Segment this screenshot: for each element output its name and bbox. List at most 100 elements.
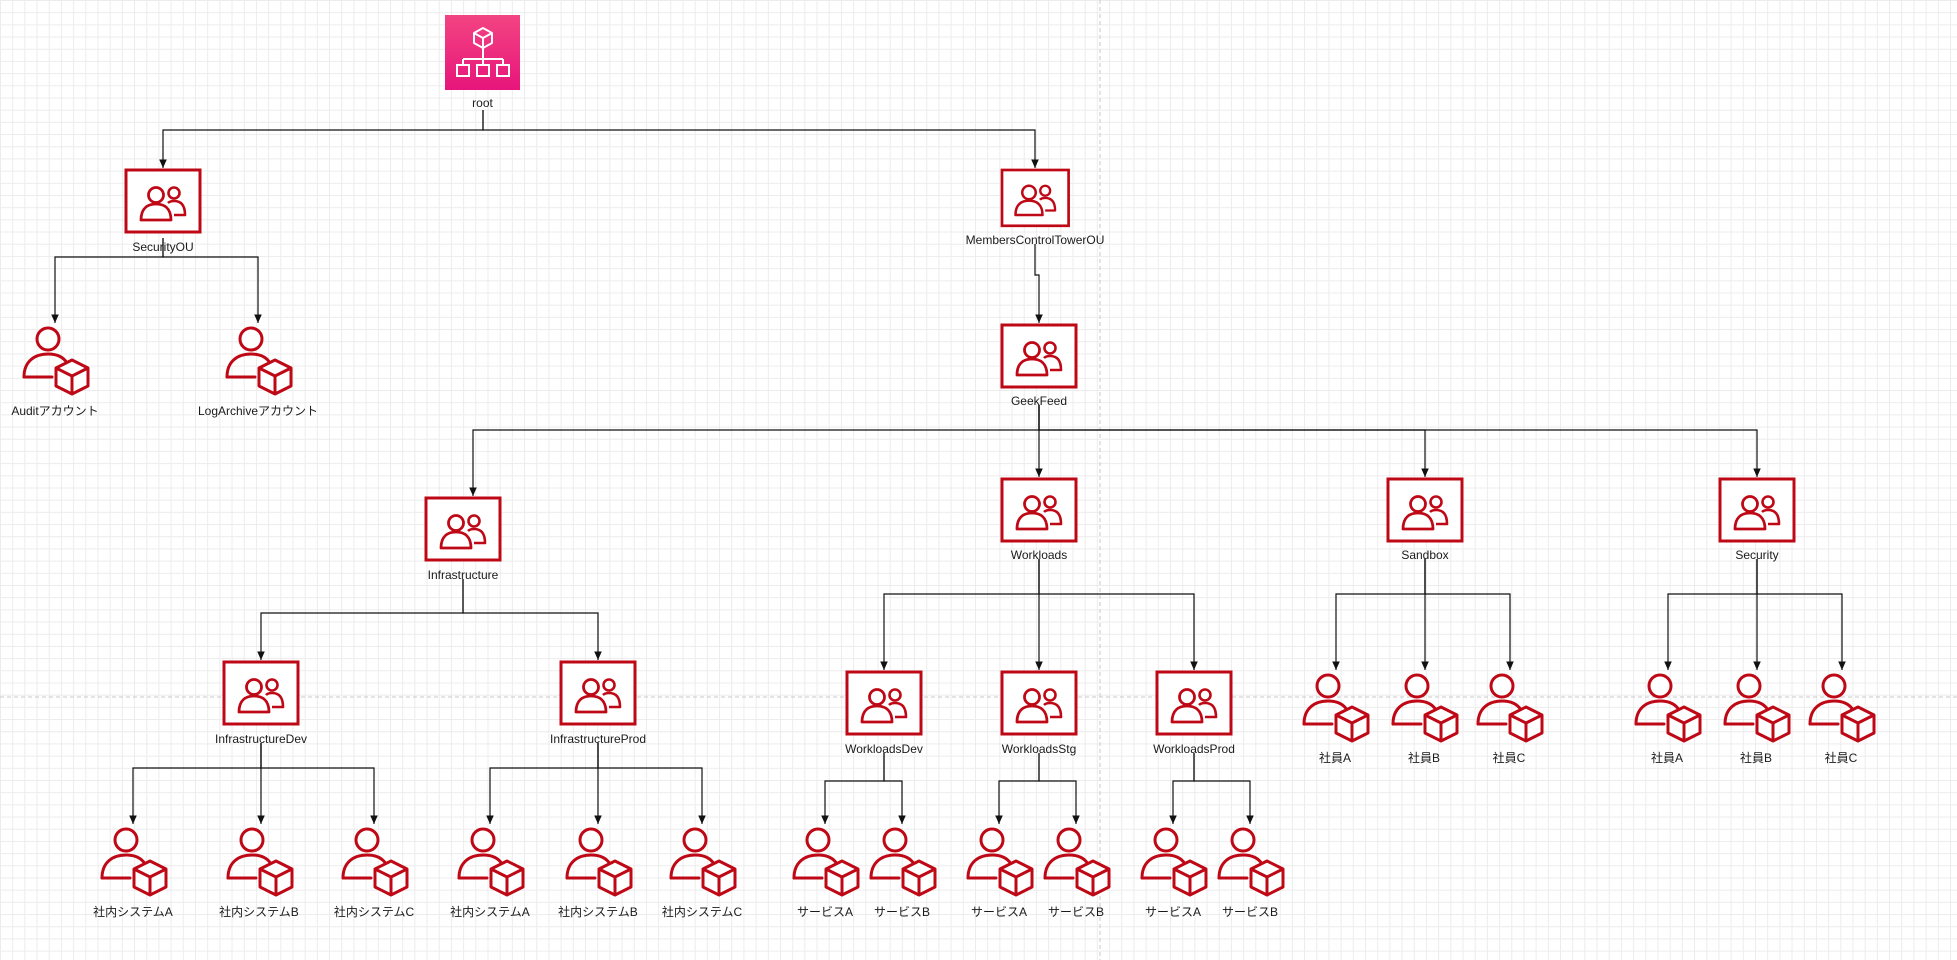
edge-security_ou-to-logarchive <box>162 238 262 323</box>
account-node-security-b[interactable]: 社員B <box>1723 673 1791 765</box>
account-node-infra-dev-c[interactable]: 社内システムC <box>334 827 415 919</box>
edge-wl_stg-to-wstg_a <box>995 753 1040 824</box>
node-label: 社内システムB <box>558 904 638 919</box>
account-icon <box>341 827 409 897</box>
edge-sandbox-to-sb_a <box>1332 559 1426 670</box>
account-icon <box>1808 673 1876 743</box>
node-label: サービスA <box>971 905 1027 919</box>
account-node-audit[interactable]: Auditアカウント <box>11 326 99 418</box>
account-icon <box>457 827 525 897</box>
node-label: WorkloadsDev <box>845 742 923 756</box>
edge-wl_prod-to-wprod_a <box>1169 753 1195 824</box>
account-node-infra-prod-b[interactable]: 社内システムB <box>558 827 638 919</box>
account-icon <box>966 827 1034 897</box>
edge-infrastructure-to-infra_dev <box>257 579 464 660</box>
node-label: SecurityOU <box>132 240 193 254</box>
organizational-unit-icon <box>1000 670 1078 736</box>
root-node[interactable]: root <box>445 15 520 110</box>
node-label: 社員C <box>1825 750 1858 765</box>
node-label: MembersControlTowerOU <box>966 233 1105 247</box>
node-label: 社内システムB <box>219 904 299 919</box>
account-node-workloads-prod-a[interactable]: サービスA <box>1140 827 1208 919</box>
node-label: GeekFeed <box>1011 394 1067 408</box>
node-label: 社員C <box>1493 750 1526 765</box>
edge-geekfeed-to-infrastructure <box>469 405 1040 496</box>
organizational-unit-icon <box>222 660 300 726</box>
account-node-infra-prod-a[interactable]: 社内システムA <box>450 827 530 919</box>
ou-node-infrastructure-prod[interactable]: InfrastructureProd <box>550 660 646 746</box>
ou-node-workloads-stg[interactable]: WorkloadsStg <box>1000 670 1078 756</box>
account-node-sandbox-b[interactable]: 社員B <box>1391 673 1459 765</box>
edge-infra_prod-to-iprod_c <box>597 743 706 824</box>
node-label: InfrastructureDev <box>215 732 307 746</box>
organizational-unit-icon <box>424 496 502 562</box>
edge-wl_dev-to-wdev_b <box>883 753 906 824</box>
node-label: Workloads <box>1011 548 1067 562</box>
node-label: 社員B <box>1408 750 1440 765</box>
edge-security-to-sec_c <box>1756 559 1846 670</box>
edge-geekfeed-to-sandbox <box>1038 405 1429 477</box>
edge-wl_prod-to-wprod_b <box>1193 753 1254 824</box>
account-icon <box>1391 673 1459 743</box>
account-node-security-a[interactable]: 社員A <box>1634 673 1702 765</box>
node-label: サービスA <box>797 905 853 919</box>
account-icon <box>1723 673 1791 743</box>
account-node-sandbox-a[interactable]: 社員A <box>1302 673 1370 765</box>
account-icon <box>22 326 90 396</box>
node-label: 社内システムA <box>450 904 530 919</box>
account-node-workloads-stg-b[interactable]: サービスB <box>1043 827 1111 919</box>
ou-node-security[interactable]: Security <box>1718 477 1796 562</box>
ou-node-workloads[interactable]: Workloads <box>1000 477 1078 562</box>
ou-node-infrastructure-dev[interactable]: InfrastructureDev <box>215 660 307 746</box>
node-label: Sandbox <box>1401 548 1448 562</box>
edge-security-to-sec_a <box>1664 559 1758 670</box>
account-node-workloads-stg-a[interactable]: サービスA <box>966 827 1034 919</box>
ou-node-workloads-prod[interactable]: WorkloadsProd <box>1153 670 1235 756</box>
ou-node-infrastructure[interactable]: Infrastructure <box>424 496 502 582</box>
account-node-workloads-dev-a[interactable]: サービスA <box>792 827 860 919</box>
account-node-sandbox-c[interactable]: 社員C <box>1476 673 1544 765</box>
node-label: サービスB <box>1048 905 1104 919</box>
ou-node-sandbox[interactable]: Sandbox <box>1386 477 1464 562</box>
account-node-workloads-dev-b[interactable]: サービスB <box>869 827 937 919</box>
account-node-infra-dev-a[interactable]: 社内システムA <box>93 827 173 919</box>
account-icon <box>225 326 293 396</box>
edge-infrastructure-to-infra_prod <box>462 579 602 660</box>
ou-node-geekfeed[interactable]: GeekFeed <box>1000 323 1078 408</box>
account-icon <box>1217 827 1285 897</box>
connector-lines <box>51 110 1846 824</box>
account-icon <box>1043 827 1111 897</box>
node-label: 社員A <box>1319 750 1351 765</box>
node-label: root <box>472 96 493 110</box>
node-label: 社内システムC <box>662 904 743 919</box>
organizational-unit-icon <box>559 660 637 726</box>
account-icon <box>1476 673 1544 743</box>
account-node-infra-prod-c[interactable]: 社内システムC <box>662 827 743 919</box>
account-node-logarchive[interactable]: LogArchiveアカウント <box>198 326 318 418</box>
account-icon <box>869 827 937 897</box>
organizational-unit-icon <box>1000 323 1078 389</box>
organizational-unit-icon <box>845 670 923 736</box>
edge-wl_dev-to-wdev_a <box>821 753 885 824</box>
node-label: InfrastructureProd <box>550 732 646 746</box>
account-node-workloads-prod-b[interactable]: サービスB <box>1217 827 1285 919</box>
organizational-unit-icon <box>1386 477 1464 543</box>
account-icon <box>792 827 860 897</box>
edge-workloads-to-wl_prod <box>1038 559 1198 670</box>
organizational-unit-icon <box>1000 168 1070 228</box>
node-label: WorkloadsProd <box>1153 742 1235 756</box>
account-icon <box>565 827 633 897</box>
ou-node-workloads-dev[interactable]: WorkloadsDev <box>845 670 923 756</box>
edge-infra_dev-to-idev_a <box>129 743 262 824</box>
edge-infra_prod-to-iprod_a <box>486 743 599 824</box>
account-node-security-c[interactable]: 社員C <box>1808 673 1876 765</box>
ou-node-members-control-tower-ou[interactable]: MembersControlTowerOU <box>966 168 1105 247</box>
ou-node-security-ou[interactable]: SecurityOU <box>124 168 202 254</box>
edge-members_ou-to-geekfeed <box>1034 244 1043 323</box>
account-icon <box>1302 673 1370 743</box>
node-label: Security <box>1735 548 1778 562</box>
edge-infra_dev-to-idev_c <box>260 743 378 824</box>
account-node-infra-dev-b[interactable]: 社内システムB <box>219 827 299 919</box>
account-icon <box>1140 827 1208 897</box>
